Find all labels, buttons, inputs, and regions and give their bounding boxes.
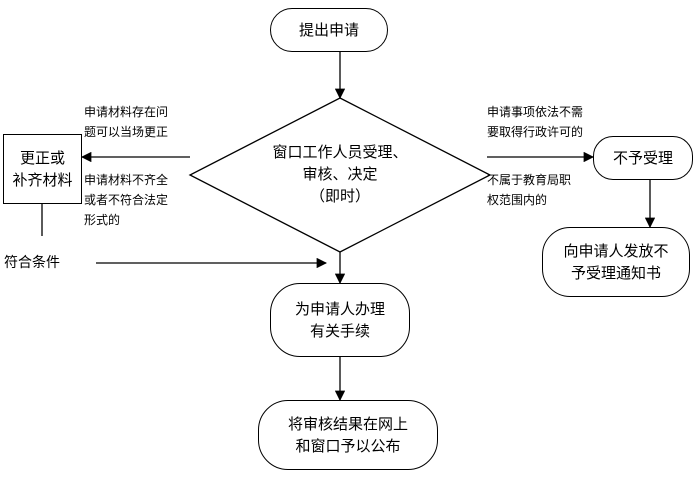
note-right-bottom: 不属于教育局职 权范围内的 bbox=[487, 173, 572, 207]
handle-label: 为申请人办理 有关手续 bbox=[294, 300, 385, 340]
note-left-bottom: 申请材料不齐全 或者不符合法定 形式的 bbox=[84, 173, 169, 227]
notice-node: 向申请人发放不 予受理通知书 bbox=[542, 227, 690, 297]
reject-label: 不予受理 bbox=[612, 149, 673, 167]
correct-label: 更正或 补齐材料 bbox=[12, 149, 73, 189]
note-right-top: 申请事项依法不需 要取得行政许可的 bbox=[487, 105, 584, 139]
eligible-label: 符合条件 bbox=[4, 255, 60, 271]
reject-node: 不予受理 bbox=[593, 136, 693, 180]
start-label: 提出申请 bbox=[298, 21, 359, 39]
correct-node: 更正或 补齐材料 bbox=[3, 134, 82, 204]
review-label: 窗口工作人员受理、 审核、决定 （即时） bbox=[272, 143, 408, 205]
handle-node: 为申请人办理 有关手续 bbox=[270, 283, 410, 357]
notice-label: 向申请人发放不 予受理通知书 bbox=[563, 242, 669, 282]
publish-node: 将审核结果在网上 和窗口予以公布 bbox=[258, 400, 438, 470]
publish-label: 将审核结果在网上 和窗口予以公布 bbox=[287, 415, 408, 455]
start-node: 提出申请 bbox=[270, 8, 388, 52]
note-left-top: 申请材料存在问 题可以当场更正 bbox=[84, 105, 169, 139]
